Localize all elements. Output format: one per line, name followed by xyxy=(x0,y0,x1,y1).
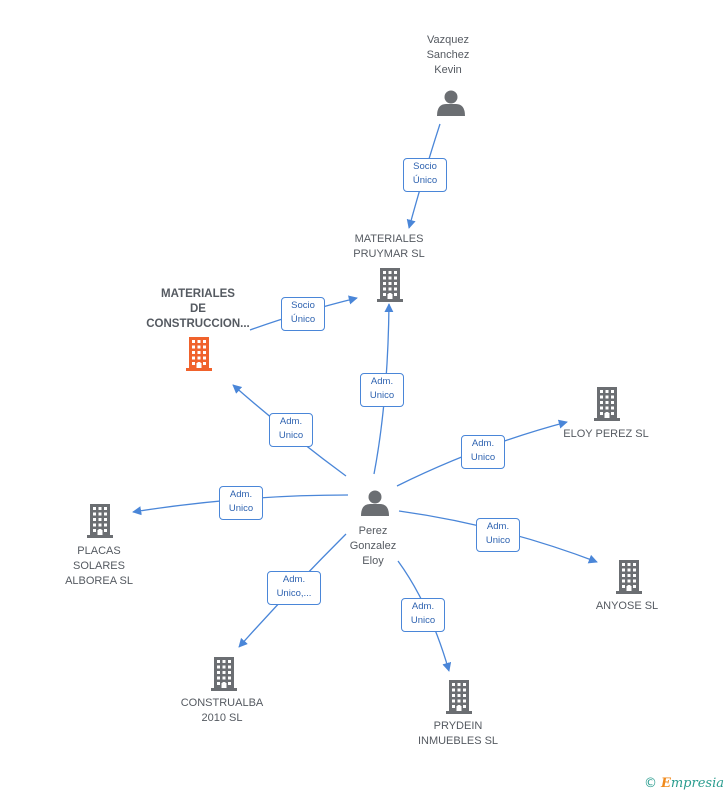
person-icon-perez-gonzalez[interactable] xyxy=(361,490,389,517)
copyright-symbol: © xyxy=(643,776,657,791)
building-icon-prydein[interactable] xyxy=(446,680,472,714)
brand-initial: E xyxy=(660,776,671,791)
edge-label-perez-gonzalez-to-materiales-construccion[interactable]: Adm. Unico xyxy=(269,413,313,447)
node-label-construalba[interactable]: CONSTRUALBA 2010 SL xyxy=(180,697,264,724)
edge-label-materiales-construccion-to-pruymar[interactable]: Socio Único xyxy=(281,297,325,331)
edge-label-perez-gonzalez-to-prydein[interactable]: Adm. Unico xyxy=(401,598,445,632)
edge-label-perez-gonzalez-to-eloy-perez[interactable]: Adm. Unico xyxy=(461,435,505,469)
building-icon-eloy-perez[interactable] xyxy=(594,387,620,421)
node-label-perez-gonzalez[interactable]: Perez Gonzalez Eloy xyxy=(349,525,397,567)
edge-label-perez-gonzalez-to-placas[interactable]: Adm. Unico xyxy=(219,486,263,520)
edge-label-vazquez-to-pruymar[interactable]: Socio Único xyxy=(403,158,447,192)
node-label-placas[interactable]: PLACAS SOLARES ALBOREA SL xyxy=(65,545,133,587)
edge-label-perez-gonzalez-to-pruymar[interactable]: Adm. Unico xyxy=(360,373,404,407)
node-label-anyose[interactable]: ANYOSE SL xyxy=(595,600,659,612)
building-icon-construalba[interactable] xyxy=(211,657,237,691)
node-label-eloy-perez[interactable]: ELOY PEREZ SL xyxy=(563,428,649,440)
empresia-watermark: ©Empresia xyxy=(644,776,724,791)
edge-label-perez-gonzalez-to-anyose[interactable]: Adm. Unico xyxy=(476,518,520,552)
brand-rest: mpresia xyxy=(670,776,724,791)
node-label-vazquez[interactable]: Vazquez Sanchez Kevin xyxy=(426,34,470,76)
building-icon-pruymar[interactable] xyxy=(377,268,403,302)
person-icon-vazquez[interactable] xyxy=(437,90,465,117)
node-label-prydein[interactable]: PRYDEIN INMUEBLES SL xyxy=(417,720,499,747)
node-label-pruymar[interactable]: MATERIALES PRUYMAR SL xyxy=(353,233,425,260)
building-icon-anyose[interactable] xyxy=(616,560,642,594)
node-label-materiales-construccion[interactable]: MATERIALES DE CONSTRUCCION... xyxy=(146,288,250,330)
edge-label-perez-gonzalez-to-construalba[interactable]: Adm. Unico,... xyxy=(267,571,321,605)
building-icon-materiales-construccion[interactable] xyxy=(186,337,212,371)
icons-layer xyxy=(87,90,642,714)
building-icon-placas[interactable] xyxy=(87,504,113,538)
